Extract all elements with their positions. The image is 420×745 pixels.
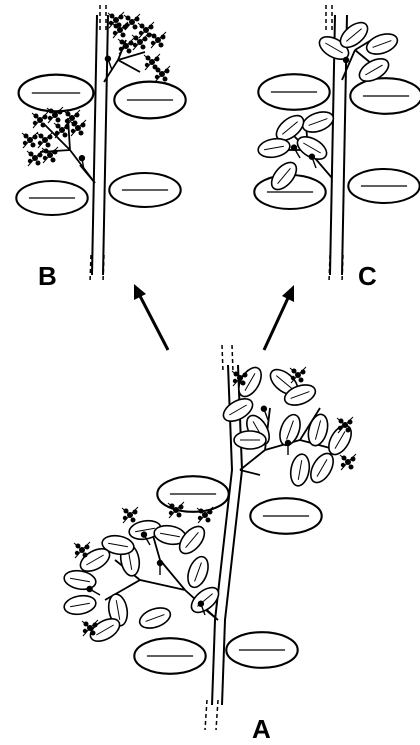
- arrow-to-c: [264, 285, 294, 350]
- panel-b-stem: [90, 5, 108, 282]
- panel-a-branch-lower: [63, 502, 223, 646]
- panel-b-inflorescence-top: [104, 12, 170, 82]
- panel-c-leaflets-top: [316, 18, 400, 86]
- arrow-to-b: [134, 284, 168, 350]
- panel-b: B: [16, 5, 185, 291]
- label-c: C: [358, 261, 377, 291]
- panel-a: A: [63, 345, 356, 744]
- panel-b-inflorescence-left: [22, 107, 95, 183]
- panel-b-leaves: [16, 75, 185, 215]
- label-b: B: [38, 261, 57, 291]
- label-a: A: [252, 714, 271, 744]
- panel-c: C: [254, 5, 420, 291]
